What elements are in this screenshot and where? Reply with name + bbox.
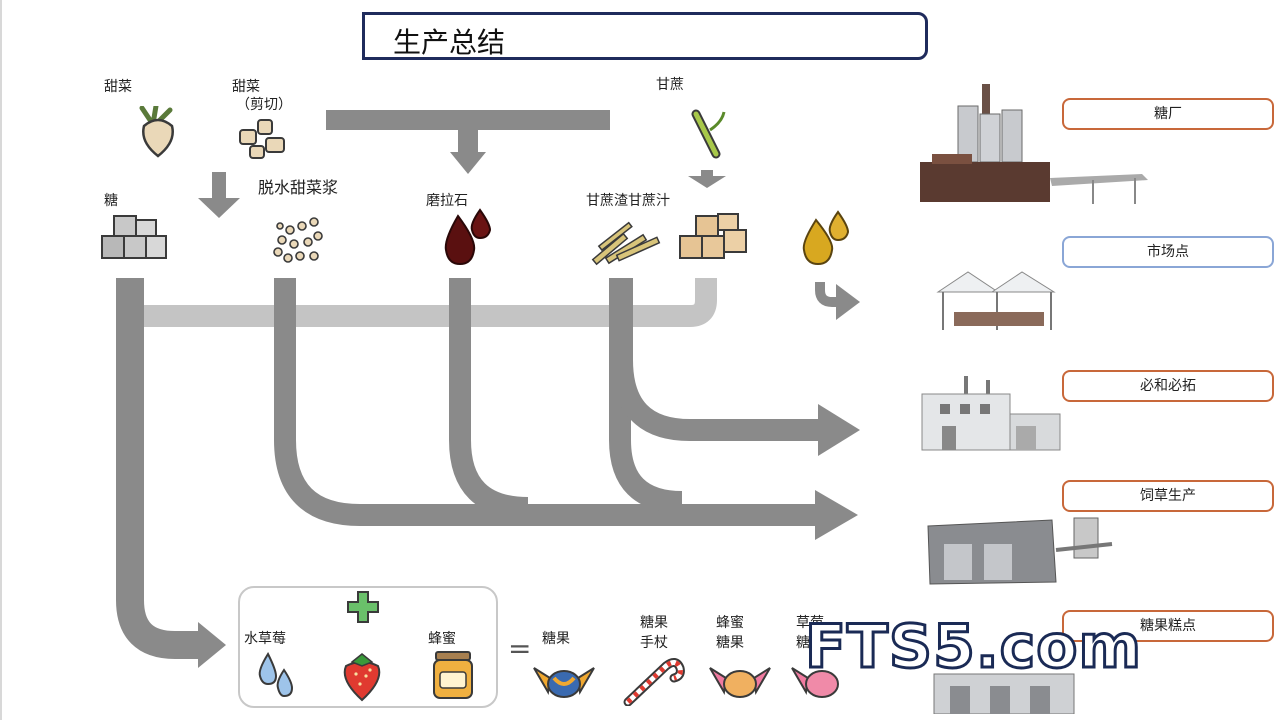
sugar-label: 糖: [104, 193, 118, 209]
feed-arrow-head: [815, 490, 858, 540]
cane-sugar-cubes-icon: [679, 213, 747, 259]
molasses-label: 磨拉石: [426, 193, 468, 209]
watermark-logo: FTS5.com: [804, 611, 1143, 684]
sugar-to-confectionery-arrow: [116, 278, 200, 659]
molasses-drops-icon: [444, 208, 492, 266]
sugar-mill-building-icon: [920, 84, 1148, 204]
top-connector-arrow: [326, 110, 610, 158]
plus-icon: [347, 591, 379, 623]
beet-icon: [139, 106, 174, 158]
page-title: 生产总结: [393, 26, 506, 59]
candy-label: 糖果: [542, 631, 570, 647]
beet-pulp-icon: [273, 217, 323, 263]
sugar-mill-tag: 糖厂: [1062, 98, 1274, 130]
candy-cane-label-1: 糖果: [640, 615, 668, 631]
candy-cane-label-2: 手杖: [640, 635, 668, 651]
bagasse-to-feed-arrow: [609, 278, 683, 513]
market-light-band: [140, 278, 717, 327]
strawberry-icon: [343, 653, 381, 702]
feed-factory-icon: [927, 517, 1113, 585]
sugar-to-confectionery-arrow-head: [198, 622, 226, 668]
title-box: 生产总结: [362, 12, 928, 60]
oil-to-market-arrow-head: [836, 284, 860, 320]
bakery-arrow-head: [818, 404, 860, 456]
sugarcane-down-arrow-head: [688, 176, 726, 188]
bagasse-to-bakery-arrow: [611, 278, 822, 441]
honey-candy-label-1: 蜂蜜: [716, 615, 744, 631]
confectionery-tag: 糖果糕点: [1062, 610, 1274, 642]
oil-to-market-arrow: [815, 282, 838, 307]
equals-sign: =: [508, 632, 532, 665]
candy-icon: [533, 667, 595, 698]
sugarcane-icon: [691, 109, 726, 159]
bakery-factory-icon: [921, 376, 1061, 451]
oil-drops-icon: [802, 210, 850, 266]
bakery-store-tag: 必和必拓: [1062, 370, 1274, 402]
confectionery-building-icon: [933, 673, 1075, 714]
sugarcane-label: 甘蔗: [656, 77, 684, 93]
beet-cut-label-2: （剪切）: [236, 97, 292, 113]
honey-candy-icon: [709, 667, 771, 698]
market-tent-icon: [936, 271, 1056, 330]
beet-cut-icon: [239, 119, 285, 159]
left-edge-line: [0, 0, 2, 720]
market-tag: 市场点: [1062, 236, 1274, 268]
strawberry-candy-icon: [791, 667, 839, 698]
beet-cut-label-1: 甜菜: [232, 79, 260, 95]
water-strawberry-label: 水草莓: [244, 631, 286, 647]
candy-cane-icon: [623, 658, 685, 706]
water-drops-icon: [258, 651, 294, 698]
bagasse-juice-label: 甘蔗渣甘蔗汁: [586, 193, 670, 209]
honey-label: 蜂蜜: [428, 631, 456, 647]
strawberry-candy-label-2: 糖: [796, 635, 810, 651]
strawberry-candy-label-1: 草莓: [796, 615, 824, 631]
top-connector-arrow-head: [450, 152, 486, 174]
beet-down-arrow-head: [198, 198, 240, 218]
dried-beet-pulp-label: 脱水甜菜浆: [258, 178, 339, 197]
feed-production-tag: 饲草生产: [1062, 480, 1274, 512]
recipe-box: [238, 586, 498, 708]
honey-jar-icon: [433, 651, 473, 699]
beet-label: 甜菜: [104, 79, 132, 95]
molasses-to-feed-arrow: [449, 278, 529, 519]
honey-candy-label-2: 糖果: [716, 635, 744, 651]
bagasse-icon: [591, 221, 661, 266]
sugar-cubes-icon: [101, 215, 167, 259]
pulp-to-feed-arrow: [274, 278, 820, 526]
